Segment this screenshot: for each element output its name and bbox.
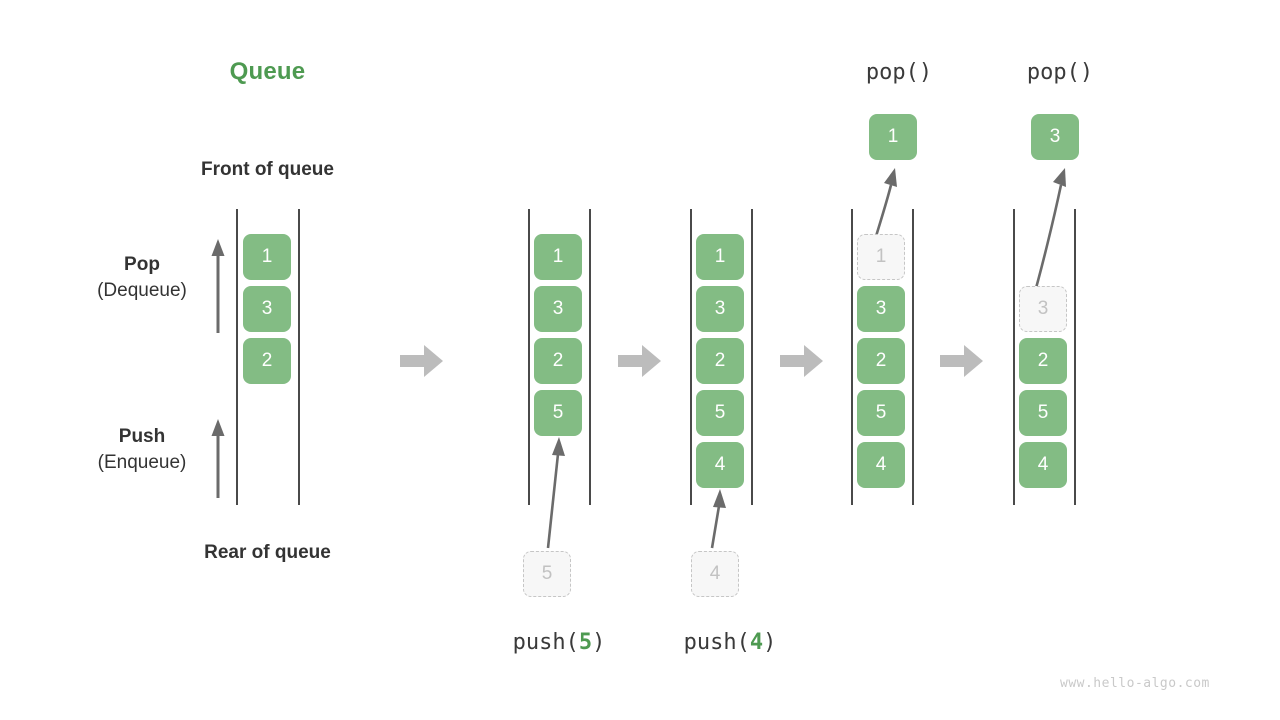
queue-rail-left xyxy=(236,209,238,505)
queue-rail-right xyxy=(298,209,300,505)
queue-element: 4 xyxy=(857,442,905,488)
pop-label: Pop (Dequeue) xyxy=(57,252,227,303)
front-of-queue-label: Front of queue xyxy=(201,159,334,180)
queue-element: 5 xyxy=(534,390,582,436)
op-name: push( xyxy=(512,630,579,655)
queue-element: 2 xyxy=(1019,338,1067,384)
push-flow-arrow-icon xyxy=(546,437,565,549)
push-flow-arrow-icon xyxy=(710,489,726,549)
queue-element: 2 xyxy=(534,338,582,384)
op-close: ) xyxy=(592,630,606,655)
push-label-main: Push xyxy=(118,426,166,447)
push-label: Push (Enqueue) xyxy=(57,424,227,475)
operation-label-push-4: push(4) xyxy=(630,630,830,655)
incoming-element-ghost: 5 xyxy=(523,551,571,597)
operation-label-pop-3: pop() xyxy=(1026,60,1094,85)
queue-element: 3 xyxy=(534,286,582,332)
watermark: www.hello-algo.com xyxy=(1060,676,1210,691)
popped-element: 3 xyxy=(1031,114,1079,160)
rear-of-queue-label: Rear of queue xyxy=(204,542,331,563)
queue-element: 1 xyxy=(243,234,291,280)
queue-element: 1 xyxy=(534,234,582,280)
queue-element: 3 xyxy=(696,286,744,332)
queue-element: 5 xyxy=(696,390,744,436)
op-arg: 5 xyxy=(578,630,593,655)
queue-rail-left xyxy=(690,209,692,505)
queue-rail-right xyxy=(751,209,753,505)
queue-rail-left xyxy=(528,209,530,505)
queue-element: 3 xyxy=(857,286,905,332)
transition-arrow-icon xyxy=(940,345,983,377)
op-arg: 4 xyxy=(749,630,764,655)
queue-element: 5 xyxy=(857,390,905,436)
queue-rail-right xyxy=(912,209,914,505)
page-title: Queue xyxy=(229,58,306,85)
queue-element: 5 xyxy=(1019,390,1067,436)
popped-element-ghost: 1 xyxy=(857,234,905,280)
op-name: push( xyxy=(683,630,750,655)
transition-arrow-icon xyxy=(780,345,823,377)
push-label-sub: (Enqueue) xyxy=(97,451,187,473)
popped-element: 1 xyxy=(869,114,917,160)
queue-element: 1 xyxy=(696,234,744,280)
queue-element: 2 xyxy=(857,338,905,384)
transition-arrow-icon xyxy=(618,345,661,377)
queue-rail-left xyxy=(1013,209,1015,505)
pop-direction-arrow-icon xyxy=(211,239,225,333)
incoming-element-ghost: 4 xyxy=(691,551,739,597)
queue-rail-right xyxy=(589,209,591,505)
queue-element: 2 xyxy=(243,338,291,384)
pop-label-main: Pop xyxy=(124,254,160,275)
queue-rail-right xyxy=(1074,209,1076,505)
popped-element-ghost: 3 xyxy=(1019,286,1067,332)
operation-label-push-5: push(5) xyxy=(459,630,659,655)
queue-element: 4 xyxy=(1019,442,1067,488)
queue-element: 3 xyxy=(243,286,291,332)
pop-label-sub: (Dequeue) xyxy=(97,279,187,301)
transition-arrow-icon xyxy=(400,345,443,377)
queue-element: 4 xyxy=(696,442,744,488)
queue-element: 2 xyxy=(696,338,744,384)
queue-rail-left xyxy=(851,209,853,505)
push-direction-arrow-icon xyxy=(211,419,225,498)
operation-label-pop-1: pop() xyxy=(865,60,933,85)
op-close: ) xyxy=(763,630,777,655)
